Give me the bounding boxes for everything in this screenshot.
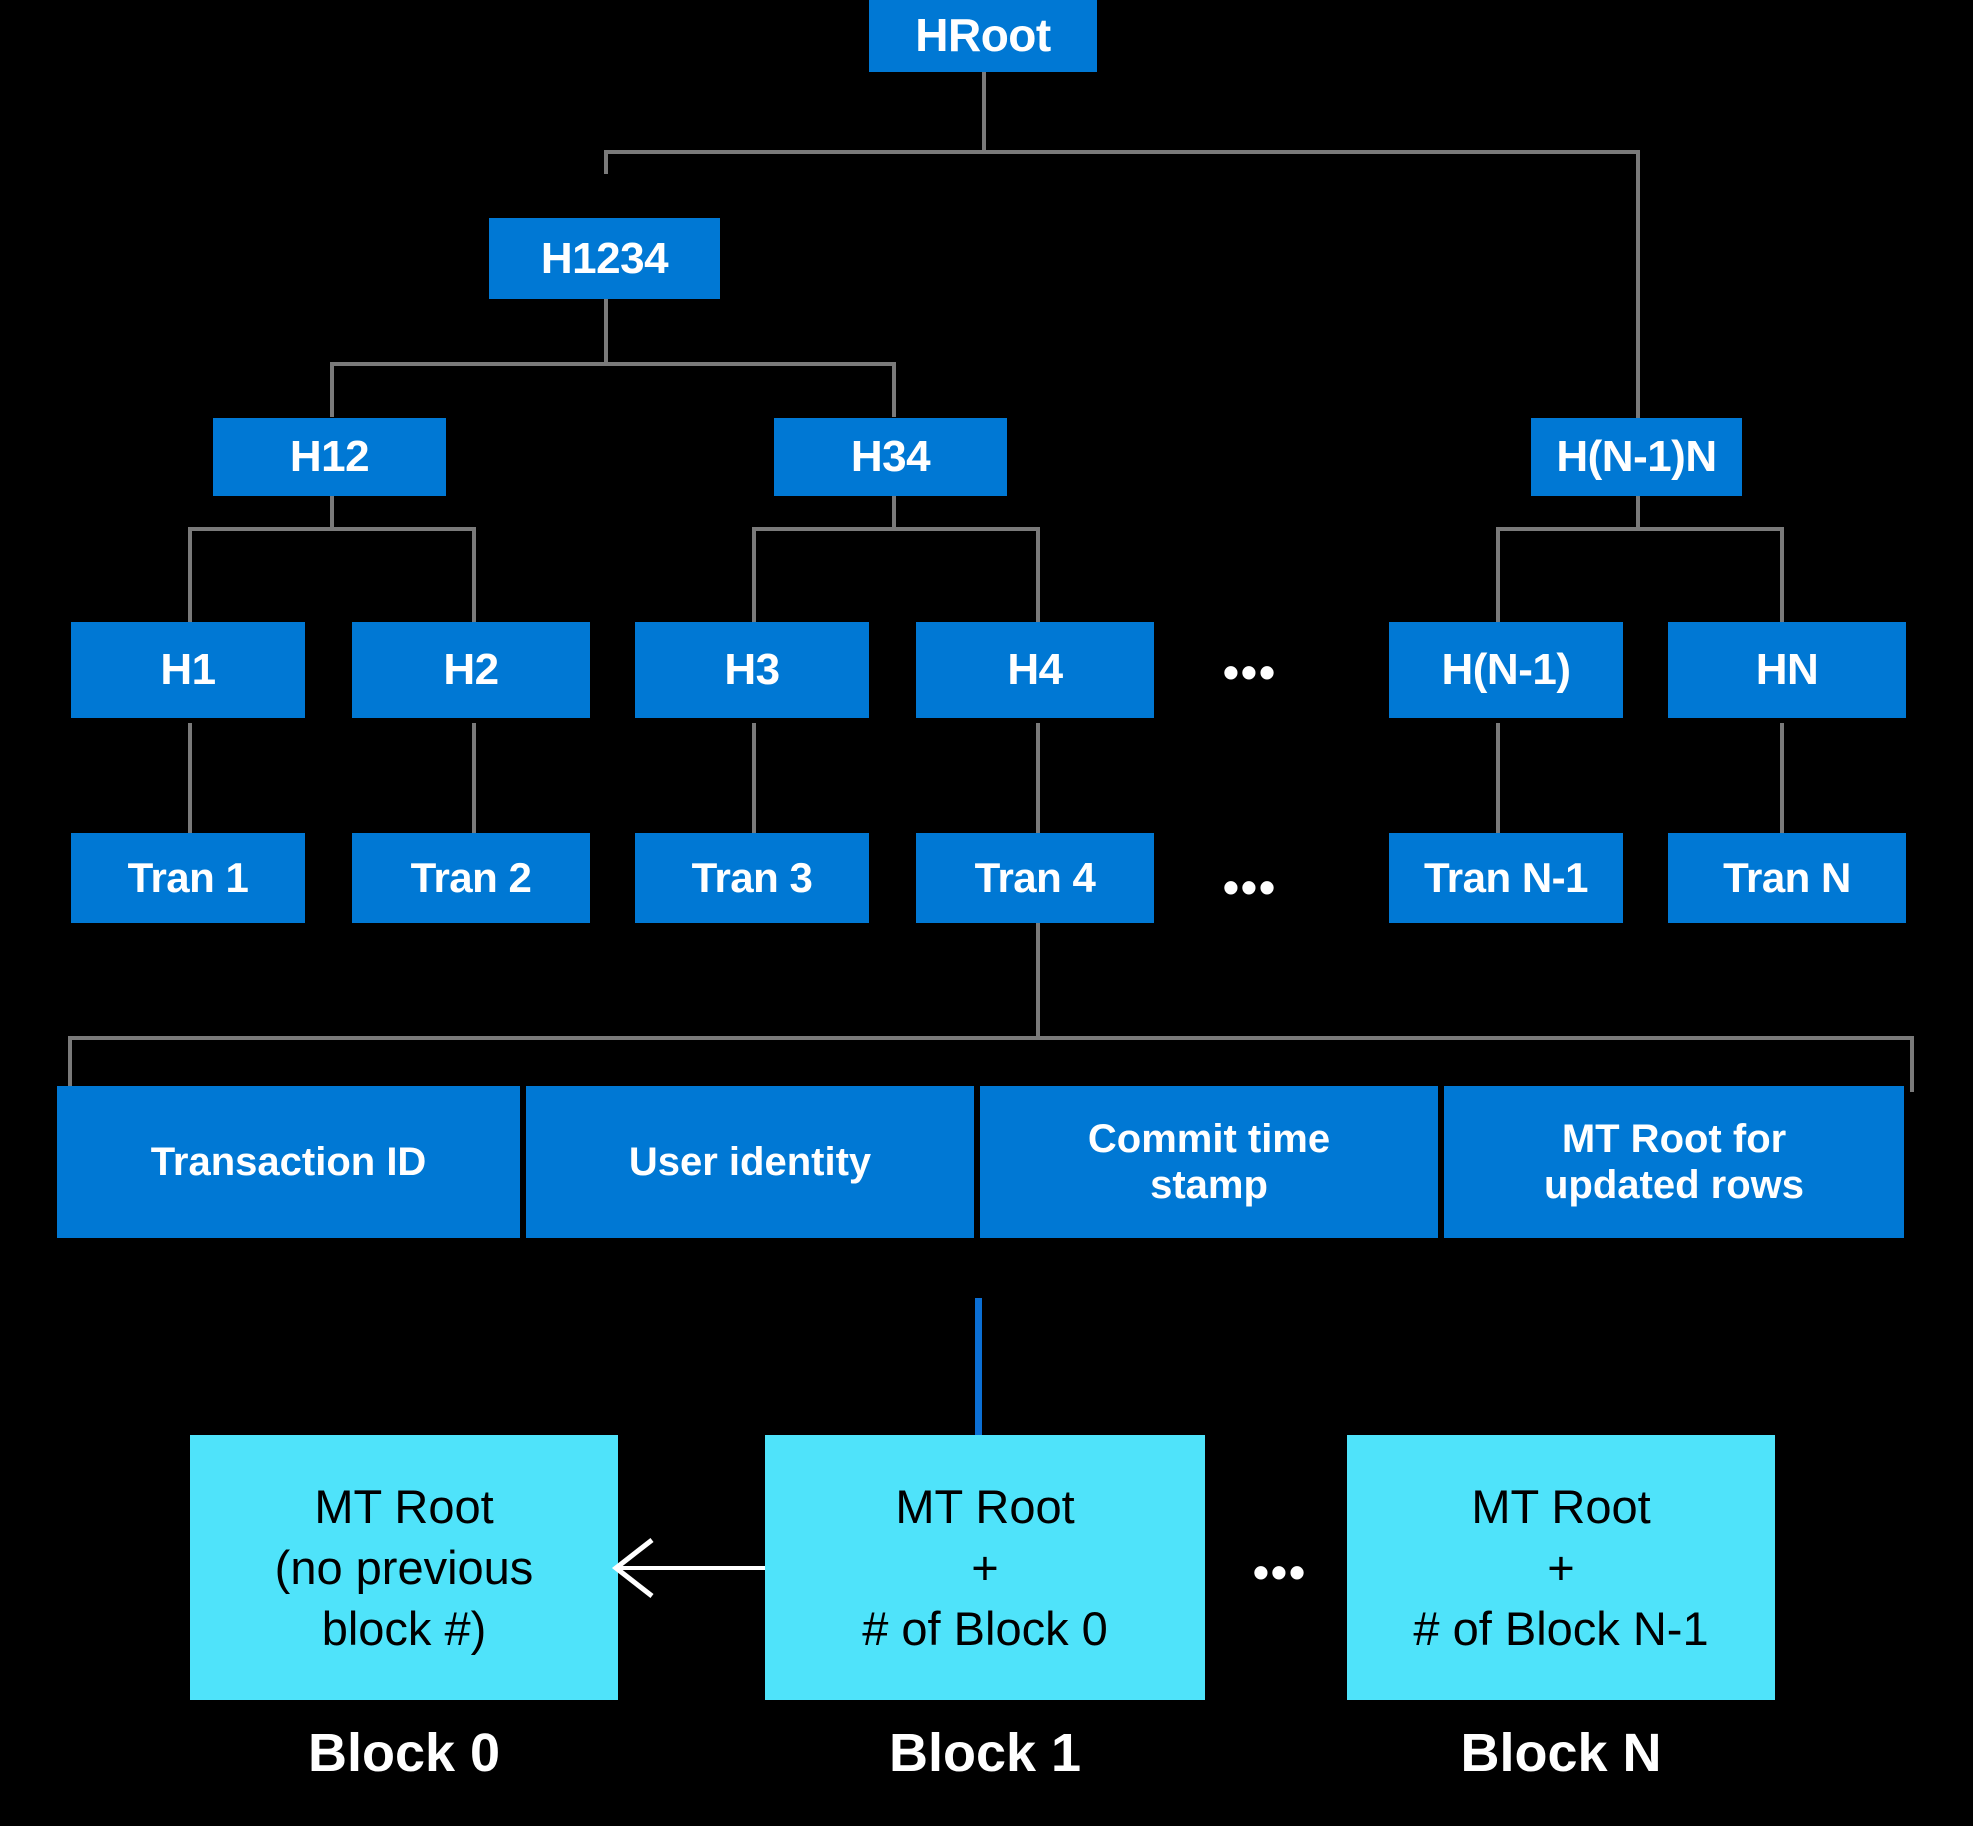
node-tran-n-1[interactable]: Tran N-1 xyxy=(1389,833,1623,923)
arrow-block1-to-block0-head xyxy=(608,1534,658,1602)
connector-to-h1 xyxy=(188,527,192,623)
connector-h4-tran4 xyxy=(1036,723,1040,833)
connector-to-h12 xyxy=(330,362,334,417)
node-h3[interactable]: H3 xyxy=(635,622,869,718)
connector-to-h1234 xyxy=(604,150,608,174)
connector-h3-tran3 xyxy=(752,723,756,833)
connector-hn1n-stem xyxy=(1636,463,1640,531)
node-hn1[interactable]: H(N-1) xyxy=(1389,622,1623,718)
record-bracket-left xyxy=(68,1036,72,1092)
connector-to-h3 xyxy=(752,527,756,623)
connector-to-hn xyxy=(1780,527,1784,623)
connector-h34-stem xyxy=(892,463,896,531)
node-h4[interactable]: H4 xyxy=(916,622,1154,718)
connector-hn-trann xyxy=(1780,723,1784,833)
record-bracket-right xyxy=(1910,1036,1914,1092)
connector-tran4-record xyxy=(1036,923,1040,985)
connector-h2-tran2 xyxy=(472,723,476,833)
connector-h34-bar xyxy=(752,527,1040,531)
connector-h1234-bar xyxy=(330,362,896,366)
block-label-1: Block 1 xyxy=(888,1723,1082,1783)
node-tran-3[interactable]: Tran 3 xyxy=(635,833,869,923)
block-label-n: Block N xyxy=(1460,1723,1662,1783)
hash-row-ellipsis: ••• xyxy=(1222,646,1278,698)
arrow-block1-to-block0-shaft xyxy=(620,1566,765,1570)
connector-hn1-trann1 xyxy=(1496,723,1500,833)
node-h2[interactable]: H2 xyxy=(352,622,590,718)
connector-to-h34 xyxy=(892,362,896,417)
node-tran-2[interactable]: Tran 2 xyxy=(352,833,590,923)
connector-hn1n-bar xyxy=(1496,527,1784,531)
connector-hroot-stem xyxy=(982,72,986,152)
connector-to-h2 xyxy=(472,527,476,623)
connector-to-hn1n xyxy=(1636,150,1640,420)
tran-row-ellipsis: ••• xyxy=(1222,861,1278,913)
node-h12[interactable]: H12 xyxy=(213,418,446,496)
field-mt-root-updated-rows[interactable]: MT Root for updated rows xyxy=(1444,1086,1904,1238)
connector-bracket-stem xyxy=(1036,985,1040,1038)
connector-mtroot-block1 xyxy=(975,1298,982,1435)
connector-h12-bar xyxy=(188,527,476,531)
node-tran-1[interactable]: Tran 1 xyxy=(71,833,305,923)
block-1[interactable]: MT Root + # of Block 0 xyxy=(765,1435,1205,1700)
node-tran-n[interactable]: Tran N xyxy=(1668,833,1906,923)
block-0[interactable]: MT Root (no previous block #) xyxy=(190,1435,618,1700)
field-commit-time-stamp[interactable]: Commit time stamp xyxy=(980,1086,1438,1238)
node-tran-4[interactable]: Tran 4 xyxy=(916,833,1154,923)
node-hroot[interactable]: HRoot xyxy=(869,0,1097,72)
connector-h1234-stem xyxy=(604,299,608,364)
record-bracket-top xyxy=(68,1036,1914,1040)
block-row-ellipsis: ••• xyxy=(1252,1546,1308,1598)
field-transaction-id[interactable]: Transaction ID xyxy=(57,1086,520,1238)
block-label-0: Block 0 xyxy=(307,1723,501,1783)
node-hn[interactable]: HN xyxy=(1668,622,1906,718)
node-h1[interactable]: H1 xyxy=(71,622,305,718)
connector-h1-tran1 xyxy=(188,723,192,833)
connector-to-h4 xyxy=(1036,527,1040,623)
block-n[interactable]: MT Root + # of Block N-1 xyxy=(1347,1435,1775,1700)
connector-to-hn1 xyxy=(1496,527,1500,623)
connector-hroot-bar xyxy=(604,150,1640,154)
node-h1234[interactable]: H1234 xyxy=(489,218,720,299)
connector-h12-stem xyxy=(330,463,334,531)
node-h34[interactable]: H34 xyxy=(774,418,1007,496)
node-hn1n[interactable]: H(N-1)N xyxy=(1531,418,1742,496)
field-user-identity[interactable]: User identity xyxy=(526,1086,974,1238)
